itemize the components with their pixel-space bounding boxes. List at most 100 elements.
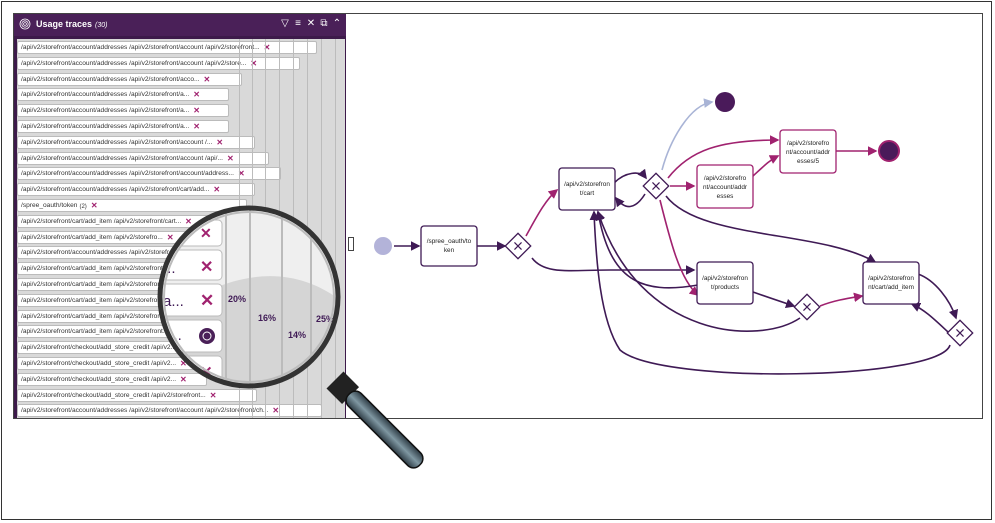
trace-row[interactable]: /api/v2/storefront/account/addresses /ap… [17,404,322,418]
trace-row-label: /api/v2/storefront/cart/add_item /api/v2… [21,233,163,241]
trace-row-label: /spree_oauth/token [21,202,78,209]
trace-row[interactable]: /api/v2/storefront/account/addresses /ap… [17,167,281,181]
trace-row-label: /api/v2/storefront/account/addresses /ap… [21,170,234,178]
remove-trace-icon[interactable]: ✕ [185,216,192,226]
node-cart-line1: /api/v2/storefron [564,181,610,188]
trace-row[interactable]: /api/v2/storefront/cart/add_item /api/v2… [17,230,222,244]
edge-gw2-cart [615,193,646,208]
filter-icon[interactable]: ▽ [281,18,289,29]
end-event-light [715,92,735,112]
remove-trace-icon[interactable]: ✕ [180,343,187,353]
remove-trace-icon[interactable]: ✕ [226,153,234,163]
trace-group-line [293,39,294,418]
node-products-line2: t/products [711,284,739,291]
edge-gw3-additem [819,292,864,307]
remove-trace-icon[interactable]: ✕ [90,201,98,210]
trace-row[interactable]: /api/v2/storefront/cart/add_item /api/v2… [17,214,227,228]
trace-row[interactable]: /api/v2/storefront/cart/add_item /api/v2… [17,325,207,339]
sliders-icon[interactable]: ≡ [295,18,301,29]
remove-trace-icon[interactable]: ✕ [185,264,192,274]
collapse-icon[interactable]: ⌃ [332,18,342,29]
trace-row-label: /api/v2/storefront/account/addresses /ap… [21,249,184,257]
remove-trace-icon[interactable]: ✕ [172,327,180,337]
panel-header: Usage traces(30) ▽ ≡ ✕ ⧉ ⌃ [14,14,346,36]
trace-row[interactable]: /api/v2/storefront/account/addresses /ap… [17,88,229,102]
trace-row[interactable]: /api/v2/storefront/checkout/add_store_cr… [17,357,207,370]
edge-gw2-end1 [661,98,714,171]
trace-list: /api/v2/storefront/account/addresses /ap… [17,39,345,418]
trace-row[interactable]: /api/v2/storefront/account/addresses /ap… [17,135,255,149]
trace-row[interactable]: /api/v2/storefront/account/addresses /ap… [17,104,229,118]
node-products[interactable]: /api/v2/storefron t/products [696,261,754,305]
remove-trace-icon[interactable]: ✕ [237,169,245,179]
trace-row[interactable]: /api/v2/storefront/cart/add_item /api/v2… [17,278,207,291]
trace-group-line [307,39,308,418]
trace-row-label: /api/v2/storefront/account/addresses /ap… [21,407,269,415]
panel-toolbar: ▽ ≡ ✕ ⧉ ⌃ [280,18,342,30]
remove-trace-icon[interactable]: ✕ [180,359,187,368]
node-address5-line1: /api/v2/storefro [787,140,830,147]
node-addresses[interactable]: /api/v2/storefro nt/account/addr esses [696,164,754,209]
trace-row[interactable]: /api/v2/storefront/account/addresses /ap… [17,151,269,165]
gateway-1 [504,232,532,260]
trace-group-line [252,39,253,418]
trace-group-line [279,39,280,418]
trace-row[interactable]: /api/v2/storefront/checkout/add_store_cr… [17,341,207,355]
edge-gw1-cart [525,188,559,237]
trace-row[interactable]: /api/v2/storefront/cart/add_item /api/v2… [17,293,207,307]
trace-row[interactable]: /api/v2/storefront/checkout/add_store_cr… [17,388,257,402]
remove-trace-icon[interactable]: ✕ [250,58,258,68]
trace-row-label: /api/v2/storefront/cart/add_item /api/v2… [21,296,169,304]
trace-group-line [321,39,322,418]
gateway-4 [946,319,974,347]
node-token-line2: ken [444,247,455,254]
node-products-line1: /api/v2/storefron [702,275,748,282]
remove-trace-icon[interactable]: ✕ [172,311,180,321]
remove-trace-icon[interactable]: ✕ [193,106,200,116]
trace-row[interactable]: /api/v2/storefront/cart/add_item /api/v2… [17,262,215,276]
remove-trace-icon[interactable]: ✕ [166,232,174,242]
trace-row-label: /api/v2/storefront/cart/add_item /api/v2… [21,265,182,273]
remove-trace-icon[interactable]: ✕ [216,137,224,147]
remove-trace-icon[interactable]: ✕ [172,295,180,305]
trace-row-label: /api/v2/storefront/checkout/add_store_cr… [21,344,177,352]
remove-trace-icon[interactable]: ✕ [187,248,195,258]
trace-row-label: /api/v2/storefront/account/addresses /ap… [21,44,260,51]
remove-trace-icon[interactable]: ✕ [193,90,200,100]
clear-selection-icon[interactable]: ✕ [306,18,316,29]
panel-title: Usage traces(30) [36,19,108,29]
edge-addresses-address5 [752,155,780,177]
trace-row[interactable]: /api/v2/storefront/account/addresses /ap… [17,183,255,197]
node-cart[interactable]: /api/v2/storefron t/cart [558,167,616,211]
node-addresses-line2: nt/account/addr [703,184,748,191]
remove-trace-icon[interactable]: ✕ [209,390,217,400]
node-token[interactable]: /spree_oauth/to ken [420,225,478,267]
trace-row[interactable]: /api/v2/storefront/account/addresses /ap… [17,246,217,260]
panel-title-text: Usage traces [36,19,93,29]
trace-row[interactable]: /api/v2/storefront/account/addresses /ap… [17,56,300,70]
panel-resize-handle[interactable] [348,237,354,251]
trace-row[interactable]: /api/v2/storefront/account/addresses /ap… [17,72,242,86]
edge-gw4-additem [910,302,949,333]
edge-gw2-address5 [667,135,780,179]
edge-gw3-cart [595,210,801,332]
trace-row-label: /api/v2/storefront/account/addresses /ap… [21,154,223,162]
node-address5[interactable]: /api/v2/storefro nt/account/addr esses/5 [779,129,837,174]
remove-trace-icon[interactable]: ✕ [180,374,187,384]
trace-row[interactable]: /api/v2/storefront/cart/add_item /api/v2… [17,309,207,323]
trace-row[interactable]: /api/v2/storefront/account/addresses /ap… [17,120,229,133]
remove-trace-icon[interactable]: ✕ [263,43,271,52]
remove-trace-icon[interactable]: ✕ [272,406,280,416]
trace-row[interactable]: /api/v2/storefront/account/addresses /ap… [17,41,317,54]
trace-row[interactable]: /api/v2/storefront/checkout/add_store_cr… [17,372,207,386]
edge-products-gw3 [752,291,796,309]
copy-icon[interactable]: ⧉ [320,18,328,29]
node-additem[interactable]: /api/v2/storefron nt/cart/add_item [862,261,920,305]
remove-trace-icon[interactable]: ✕ [172,280,180,289]
remove-trace-icon[interactable]: ✕ [213,185,221,195]
remove-trace-icon[interactable]: ✕ [193,122,200,131]
remove-trace-icon[interactable]: ✕ [203,74,211,84]
trace-group-line [335,39,336,418]
trace-row[interactable]: /spree_oauth/token(2)✕ [17,199,247,212]
